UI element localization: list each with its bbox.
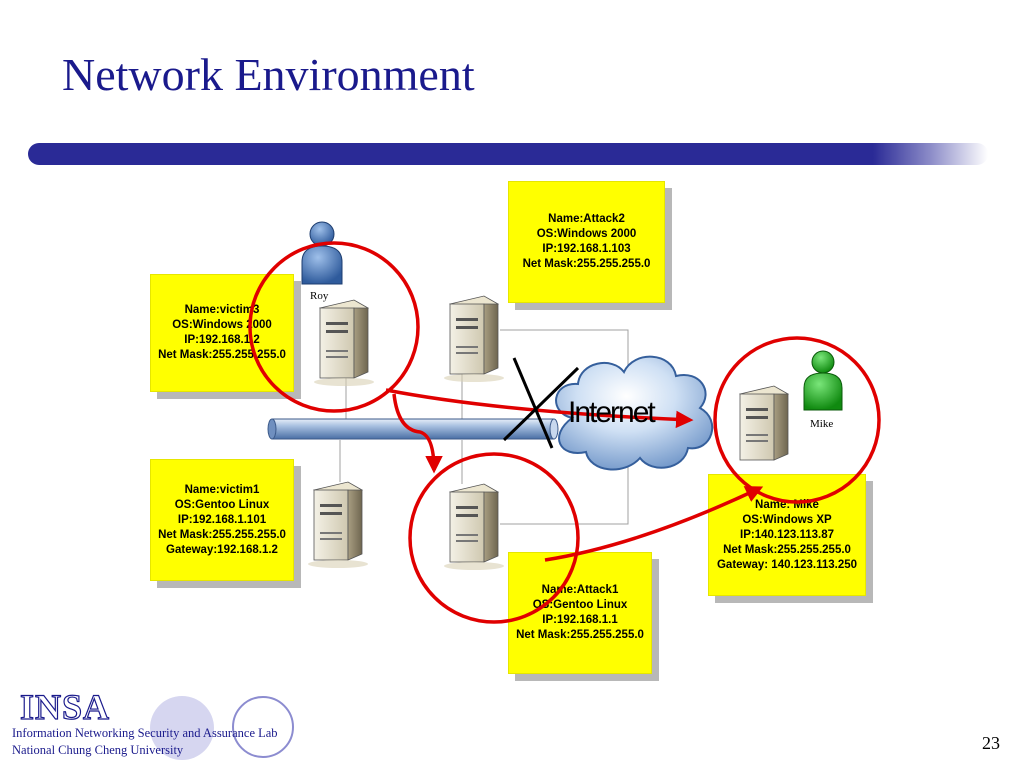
- roy-label: Roy: [310, 290, 329, 302]
- internet-cloud: [555, 355, 714, 471]
- info-box-mike: Name: Mike OS:Windows XP IP:140.123.113.…: [708, 474, 866, 596]
- wire-attack1-internet: [500, 465, 629, 525]
- mike-netmask: Net Mask:255.255.255.0: [723, 543, 851, 556]
- mike-ip: IP:140.123.113.87: [740, 528, 834, 541]
- user-mike-icon: [803, 350, 843, 411]
- footer-deco-circle-filled: [150, 696, 214, 760]
- slide-title: Network Environment: [62, 49, 475, 100]
- attack-arrows: [385, 388, 764, 562]
- victim1-ip: IP:192.168.1.101: [177, 513, 267, 526]
- victim1-gateway: Gateway:192.168.1.2: [166, 543, 278, 556]
- highlight-circle-victim3: [248, 241, 420, 413]
- insa-logo: INSA: [19, 686, 111, 727]
- title-underline-bar: [28, 143, 988, 165]
- server-victim3: [314, 299, 374, 386]
- victim3-os: OS:Windows 2000: [172, 319, 272, 331]
- page-number: 23: [982, 733, 1000, 753]
- attack1-ip: IP:192.168.1.1: [542, 614, 618, 626]
- arrow-victim3-to-attack1: [392, 393, 443, 474]
- user-roy-icon: [301, 221, 343, 285]
- info-box-victim3: Name:victim3 OS:Windows 2000 IP:192.168.…: [150, 274, 294, 392]
- footer-university: National Chung Cheng University: [12, 743, 184, 757]
- server-victim1: [308, 481, 368, 568]
- attack1-netmask: Net Mask:255.255.255.0: [516, 629, 644, 641]
- highlight-circles: [248, 241, 881, 624]
- server-attack2: [444, 295, 504, 382]
- footer-lab-name: Information Networking Security and Assu…: [12, 726, 278, 740]
- info-box-victim1: Name:victim1 OS:Gentoo Linux IP:192.168.…: [150, 459, 294, 581]
- victim1-os: OS:Gentoo Linux: [174, 498, 270, 511]
- attack2-netmask: Net Mask:255.255.255.0: [522, 258, 651, 270]
- server-attack1: [444, 483, 504, 570]
- attack2-os: OS:Windows 2000: [536, 228, 637, 240]
- mike-gateway: Gateway: 140.123.113.250: [716, 558, 858, 571]
- victim3-ip: IP:192.168.1.2: [184, 334, 260, 346]
- attack2-name: Name:Attack2: [548, 213, 625, 225]
- victim1-netmask: Net Mask:255.255.255.0: [158, 528, 286, 541]
- mike-label: Mike: [810, 418, 834, 430]
- footer-deco-circle-outline: [232, 696, 294, 758]
- internet-label: Internet: [568, 396, 656, 429]
- blocked-x-mark: [502, 357, 580, 449]
- highlight-circle-mike: [713, 336, 881, 504]
- arrow-attack1-to-mike: [544, 486, 764, 562]
- info-box-attack2: Name:Attack2 OS:Windows 2000 IP:192.168.…: [508, 181, 665, 303]
- mike-os: OS:Windows XP: [742, 513, 832, 526]
- attack2-ip: IP:192.168.1.103: [542, 243, 631, 255]
- attack1-os: OS:Gentoo Linux: [532, 599, 628, 611]
- victim3-name: Name:victim3: [184, 304, 260, 316]
- arrow-victim3-to-mike: [385, 388, 694, 429]
- highlight-circle-attack1: [408, 452, 580, 624]
- server-mike: [738, 385, 790, 461]
- victim1-name: Name:victim1: [184, 483, 260, 496]
